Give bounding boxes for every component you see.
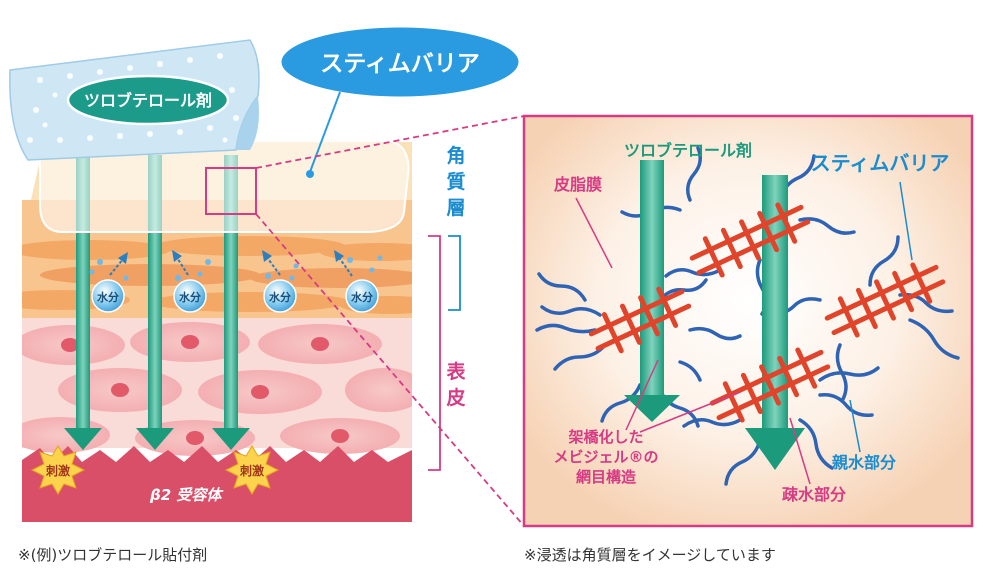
mesh-structure (588, 202, 946, 423)
water-label-2: 水分 (179, 290, 201, 304)
zoom-barrier-label: スティムバリア (811, 151, 950, 175)
barrier-callout-label: スティムバリア (320, 51, 480, 77)
zoom-guide-top (255, 115, 525, 169)
epidermis-label-1: 表 (446, 360, 466, 383)
zoom-hydrophobic-label: 疎水部分 (782, 485, 846, 504)
patch-label: ツロブテロール剤 (84, 91, 212, 110)
water-label-3: 水分 (269, 290, 291, 304)
zoom-tulobuterol-label: ツロブテロール剤 (624, 141, 752, 160)
epidermis-label-2: 皮 (446, 386, 465, 409)
layer-labels: 角 質 層 表 皮 (428, 144, 466, 471)
stimulus-label-left: 刺激 (45, 463, 70, 478)
stratum-label-1: 角 (446, 144, 465, 167)
zoom-panel: ツロブテロール剤 スティムバリア 皮脂膜 架橋化した メビジェル®の 網目構造 … (522, 114, 974, 528)
receptor-label: β2 受容体 (149, 486, 224, 504)
water-label-4: 水分 (351, 290, 373, 304)
stimulus-label-right: 刺激 (239, 463, 264, 478)
zoom-mesh-label-1: 架橋化した (567, 428, 643, 446)
zoom-hydrophilic-label: 親水部分 (832, 453, 896, 472)
water-label-1: 水分 (97, 290, 119, 304)
stimulus-burst-right: 刺激 (224, 445, 280, 495)
zoom-guide-bottom (255, 213, 525, 527)
patch-sheet: ツロブテロール剤 (9, 39, 260, 161)
receptor-band (22, 446, 412, 522)
stratum-label-2: 質 (446, 170, 465, 193)
zoom-arrow-1 (640, 160, 664, 398)
barrier-callout: スティムバリア (278, 24, 522, 178)
footnote-left: ※(例)ツロブテロール貼付剤 (18, 546, 208, 564)
water-droplets: 水分 水分 水分 水分 (89, 250, 383, 313)
stratum-label-3: 層 (446, 197, 465, 219)
footnote-right: ※浸透は角質層をイメージしています (524, 546, 776, 564)
zoom-mesh-label-2: メビジェル®の (553, 448, 658, 466)
stimulus-burst-left: 刺激 (30, 445, 86, 495)
zoom-source-frame (205, 167, 257, 215)
zoom-sebum-label: 皮脂膜 (553, 175, 602, 194)
zoom-mesh-label-3: 網目構造 (576, 468, 636, 486)
